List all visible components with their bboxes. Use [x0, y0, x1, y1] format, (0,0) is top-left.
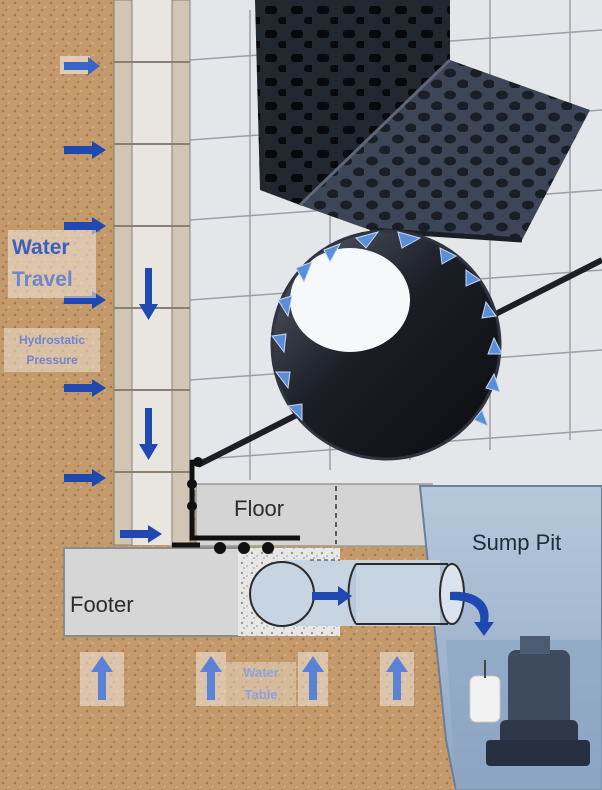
- water-table-arrows: [80, 652, 414, 706]
- hydrostatic-pressure-label: Hydrostatic Pressure: [4, 328, 100, 372]
- up-arrow: [196, 652, 226, 706]
- inflow-arrow: [120, 525, 162, 543]
- inflow-arrow: [64, 379, 106, 397]
- dimpled-membrane-icon: [255, 0, 590, 243]
- up-arrow: [298, 652, 328, 706]
- footer-slab: [63, 547, 241, 637]
- sump-pump-icon: [469, 636, 590, 766]
- sump-pit-label: Sump Pit: [472, 530, 562, 555]
- flow-arrow: [450, 591, 494, 636]
- down-arrow: [139, 408, 158, 460]
- inflow-arrow: [60, 56, 100, 75]
- water-table-label: Water Table: [226, 662, 296, 706]
- water-travel-line1: Water: [12, 236, 70, 259]
- inflow-arrow: [64, 469, 106, 487]
- water-travel-arrows: [60, 56, 494, 636]
- water-table-line2: Table: [244, 687, 278, 702]
- water-travel-line2: Travel: [12, 268, 73, 291]
- wall-base-channel: [172, 457, 300, 554]
- water-travel-label: Water Travel: [8, 230, 96, 298]
- water-table-line1: Water: [243, 665, 279, 680]
- perforated-pipe-icon: [270, 229, 503, 461]
- floor-label: Floor: [234, 496, 285, 521]
- block-wall-section: [113, 0, 191, 546]
- footer-drain-pipe: [249, 559, 465, 627]
- flow-arrow: [312, 586, 352, 606]
- hydrostatic-line2: Pressure: [26, 353, 78, 367]
- hydrostatic-line1: Hydrostatic: [18, 333, 86, 347]
- inflow-arrow: [64, 141, 106, 159]
- footer-label: Footer: [70, 592, 134, 617]
- up-arrow: [380, 652, 414, 706]
- down-arrow: [139, 268, 158, 320]
- up-arrow: [80, 652, 124, 706]
